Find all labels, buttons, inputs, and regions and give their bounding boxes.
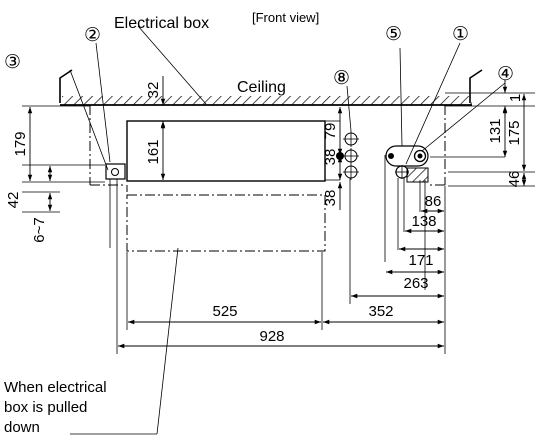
dim-79: 79 <box>322 123 339 140</box>
component-2-bracket <box>105 163 126 180</box>
callout-1: ① <box>452 24 469 45</box>
dim-171: 171 <box>408 252 433 269</box>
dim-38a: 38 <box>322 149 339 166</box>
labels: Electrical box [Front view] Ceiling When… <box>4 10 319 436</box>
unit-outline <box>89 105 446 192</box>
component-4-screw <box>413 149 427 163</box>
dim-138: 138 <box>411 213 436 230</box>
dim-1: 1 <box>507 94 524 102</box>
label-pulled-down-2: box is pulled <box>4 399 87 416</box>
ceiling-hatch <box>62 96 472 105</box>
dim-6-7: 6~7 <box>31 217 48 242</box>
callout-3: ③ <box>4 52 21 73</box>
component-8-dot <box>336 152 344 160</box>
callout-4: ④ <box>497 64 514 85</box>
label-front-view: [Front view] <box>252 10 319 25</box>
dim-161: 161 <box>145 139 162 164</box>
dimension-lines <box>27 76 527 349</box>
dim-86: 86 <box>425 193 442 210</box>
dim-46: 46 <box>506 171 523 188</box>
extension-lines <box>22 92 535 354</box>
label-pulled-down-3: down <box>4 419 40 436</box>
dim-131: 131 <box>487 118 504 143</box>
component-1-block <box>406 167 429 183</box>
label-pulled-down-1: When electrical <box>4 379 107 396</box>
callout-8: ⑧ <box>333 68 350 89</box>
dim-175: 175 <box>506 120 523 145</box>
dim-32: 32 <box>145 82 162 99</box>
electrical-box-pulled-down <box>126 194 326 252</box>
component-5-dot <box>388 153 394 159</box>
dim-38b: 38 <box>322 190 339 207</box>
electrical-box <box>126 120 326 182</box>
components <box>105 131 429 183</box>
label-ceiling: Ceiling <box>237 79 286 96</box>
leader-lines <box>69 25 506 435</box>
dim-352: 352 <box>368 303 393 320</box>
callout-5: ⑤ <box>385 24 402 45</box>
ceiling <box>59 69 483 106</box>
dim-179: 179 <box>12 131 29 156</box>
dim-263: 263 <box>403 275 428 292</box>
hanger-left <box>59 69 73 103</box>
dim-42: 42 <box>5 192 22 209</box>
callout-2: ② <box>84 25 101 46</box>
component-2-hole <box>111 168 119 176</box>
dim-525: 525 <box>212 303 237 320</box>
label-electrical-box: Electrical box <box>114 15 209 32</box>
callouts: ② ③ ⑧ ⑤ ① ④ <box>4 24 514 89</box>
dimension-values: 32 161 179 42 6~7 79 38 38 1 131 175 46 … <box>5 82 524 345</box>
hanger-right <box>469 69 483 103</box>
dim-928: 928 <box>259 328 284 345</box>
